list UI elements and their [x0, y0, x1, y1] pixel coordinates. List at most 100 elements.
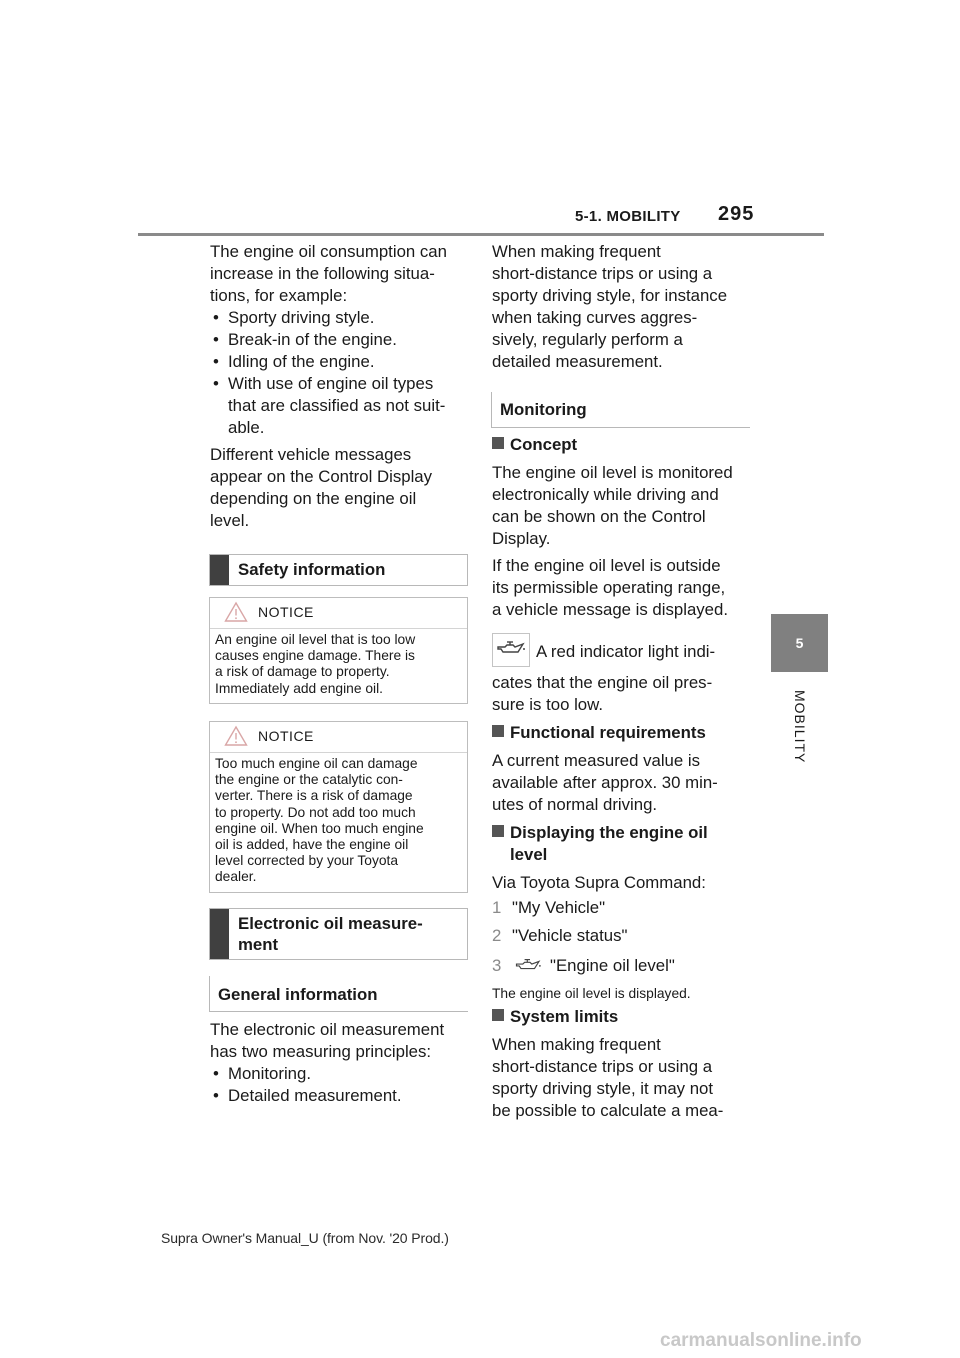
text-line: to property. Do not add too much	[215, 804, 416, 820]
limits-paragraph: When making frequent short-distance trip…	[492, 1034, 754, 1122]
heading-text: Displaying the engine oil	[510, 823, 708, 842]
general-information-heading: General information	[209, 976, 468, 1012]
functional-requirements-heading: Functional requirements	[492, 722, 754, 744]
text-line: sporty driving style, it may not	[492, 1079, 714, 1098]
text-line: short-distance trips or using a	[492, 1057, 713, 1076]
text-line: engine oil. When too much engine	[215, 820, 424, 836]
concept-paragraph: The engine oil level is monitored electr…	[492, 462, 754, 550]
text-line: When making frequent	[492, 1035, 661, 1054]
text-line: available after approx. 30 min-	[492, 773, 718, 792]
heading-text: General information	[218, 985, 378, 1004]
step-text: "Vehicle status"	[512, 926, 628, 945]
heading-bar	[210, 909, 229, 959]
safety-information-heading: Safety information	[209, 554, 468, 586]
bullet-item: Monitoring.	[210, 1063, 472, 1085]
text-line: verter. There is a risk of damage	[215, 788, 413, 804]
text-line: level.	[210, 511, 250, 530]
text-line: Electronic oil measure-	[238, 914, 423, 933]
header-rule	[138, 233, 824, 236]
text-line: detailed measurement.	[492, 352, 663, 371]
electronic-oil-measurement-heading: Electronic oil measure- ment	[209, 908, 468, 960]
step-1: 1"My Vehicle"	[492, 897, 754, 919]
displaying-heading: Displaying the engine oil level	[492, 822, 754, 866]
chapter-label: MOBILITY	[792, 690, 808, 764]
watermark: carmanualsonline.info	[660, 1330, 862, 1351]
text-line: cates that the engine oil pres-	[492, 673, 713, 692]
bullet-item: Idling of the engine.	[210, 351, 472, 373]
text-line: If the engine oil level is outside	[492, 556, 721, 575]
text-line: level corrected by your Toyota	[215, 853, 399, 869]
square-bullet-icon	[492, 825, 504, 837]
text-line: able.	[228, 418, 265, 437]
page-number: 295	[718, 203, 755, 225]
concept-heading: Concept	[492, 434, 754, 456]
heading-text: Safety information	[238, 560, 386, 579]
text-line: Immediately add engine oil.	[215, 680, 383, 696]
heading-text: Functional requirements	[510, 723, 706, 742]
bullet-item: Sporty driving style.	[210, 307, 472, 329]
text-line: tions, for example:	[210, 286, 348, 305]
detailed-measurement-paragraph: When making frequent short-distance trip…	[492, 241, 754, 373]
step-3: 3 "Engine oil level"	[492, 955, 754, 977]
step-2: 2 "Vehicle status"	[492, 925, 754, 947]
square-bullet-icon	[492, 725, 504, 737]
text-line: When making frequent	[492, 242, 661, 261]
text-line: The electronic oil measurement	[210, 1020, 445, 1039]
text-line: a vehicle message is displayed.	[492, 600, 728, 619]
outside-range-paragraph: If the engine oil level is outside its p…	[492, 555, 754, 621]
text-line: when taking curves aggres-	[492, 308, 698, 327]
bullet-item: Break-in of the engine.	[210, 329, 472, 351]
step-text: "My Vehicle"	[512, 898, 606, 917]
text-line: sporty driving style, for instance	[492, 286, 728, 305]
text-line: sure is too low.	[492, 695, 603, 714]
notice-box: NOTICE An engine oil level that is too l…	[209, 597, 468, 704]
text-line: causes engine damage. There is	[215, 648, 415, 664]
notice-label: NOTICE	[258, 604, 314, 620]
indicator-text: A red indicator light indi-	[536, 642, 716, 661]
text-line: be possible to calculate a mea-	[492, 1101, 724, 1120]
principles-paragraph: The electronic oil measurement has two m…	[210, 1019, 472, 1107]
notice-label: NOTICE	[258, 728, 314, 744]
text-line: has two measuring principles:	[210, 1042, 432, 1061]
warning-triangle-icon	[224, 601, 248, 622]
step-number: 2	[492, 926, 502, 945]
indicator-paragraph: cates that the engine oil pres- sure is …	[492, 672, 754, 716]
heading-text: level	[510, 845, 548, 864]
text-line: An engine oil level that is too low	[215, 632, 416, 647]
bullet-item: Detailed measurement.	[210, 1085, 472, 1107]
heading-text: System limits	[510, 1007, 619, 1026]
text-line: Different vehicle messages	[210, 445, 412, 464]
text-line: ment	[238, 935, 279, 954]
via-command-text: Via Toyota Supra Command:	[492, 873, 706, 892]
displayed-note: The engine oil level is displayed.	[492, 986, 691, 1001]
text-line: Too much engine oil can damage	[215, 756, 418, 771]
text-line: The engine oil level is monitored	[492, 463, 733, 482]
notice-text: An engine oil level that is too low caus…	[215, 632, 459, 697]
heading-text: Concept	[510, 435, 578, 454]
indicator-icon-frame	[492, 633, 530, 667]
monitoring-heading: Monitoring	[491, 392, 750, 428]
text-line: a risk of damage to property.	[215, 664, 390, 680]
text-line: The engine oil consumption can	[210, 242, 447, 261]
text-line: utes of normal driving.	[492, 795, 658, 814]
text-line: appear on the Control Display	[210, 467, 433, 486]
messages-paragraph: Different vehicle messages appear on the…	[210, 444, 472, 532]
text-line: increase in the following situa-	[210, 264, 435, 283]
notice-text: Too much engine oil can damage the engin…	[215, 756, 459, 886]
notice-header: NOTICE	[210, 598, 467, 629]
text-line: the engine or the catalytic con-	[215, 772, 403, 788]
bullet-continuation: that are classified as not suit- able.	[210, 395, 472, 439]
square-bullet-icon	[492, 437, 504, 449]
notice-box: NOTICE Too much engine oil can damage th…	[209, 721, 468, 893]
notice-header: NOTICE	[210, 722, 467, 753]
text-line: can be shown on the Control	[492, 507, 706, 526]
heading-bar	[210, 555, 229, 585]
text-line: oil is added, have the engine oil	[215, 837, 409, 853]
intro-paragraph: The engine oil consumption can increase …	[210, 241, 472, 439]
system-limits-heading: System limits	[492, 1006, 754, 1028]
step-text: "Engine oil level"	[550, 956, 675, 975]
oil-can-icon	[497, 641, 525, 653]
section-title: 5-1. MOBILITY	[575, 208, 681, 225]
text-line: dealer.	[215, 869, 257, 885]
bullet-item: With use of engine oil types	[210, 373, 472, 395]
